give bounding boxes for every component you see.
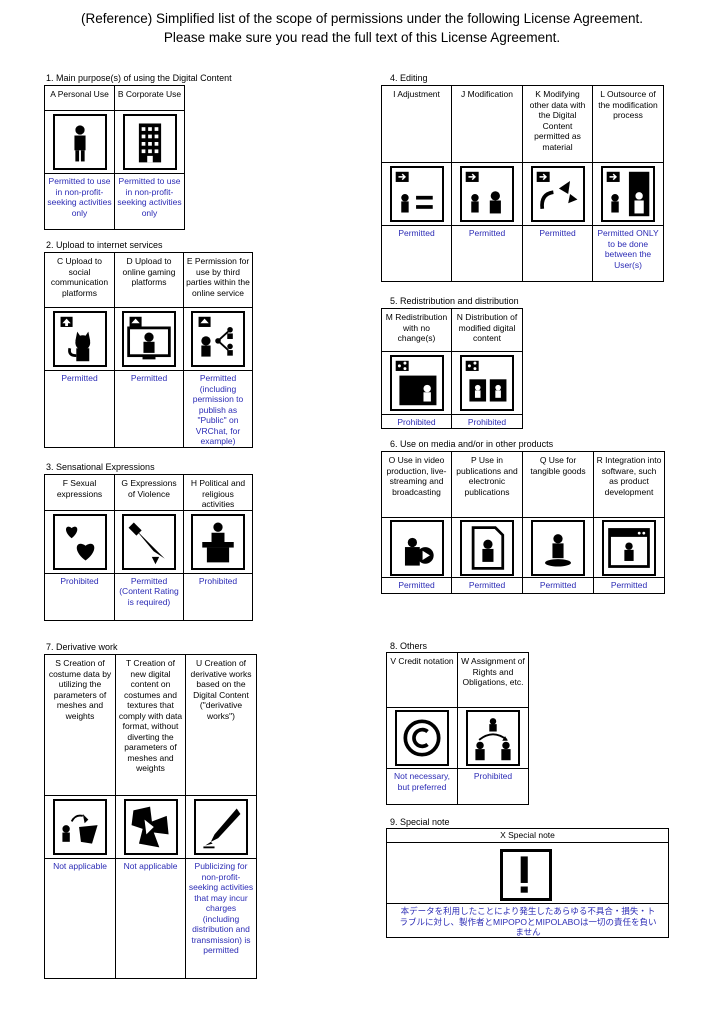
section-7-title: 7. Derivative work xyxy=(46,642,118,652)
section-2-table: C Upload to social communication platfor… xyxy=(44,252,253,448)
item-l-status: Permitted ONLY to be done between the Us… xyxy=(592,225,664,282)
item-k-status: Permitted xyxy=(522,225,593,282)
item-b-status: Permitted to use in non-profit-seeking a… xyxy=(114,173,185,230)
item-u-label: U Creation of derivative works based on … xyxy=(185,654,257,796)
exclamation-icon xyxy=(500,849,552,901)
section-5-table: M Redistribution with no change(s) N Dis… xyxy=(381,308,523,429)
material-icon xyxy=(530,166,585,222)
publication-icon xyxy=(460,519,514,576)
section-8-title: 8. Others xyxy=(390,641,428,651)
item-o-label: O Use in video production, live-streamin… xyxy=(381,451,452,518)
item-b-label: B Corporate Use xyxy=(114,85,185,111)
item-f-status: Prohibited xyxy=(44,572,115,621)
header-line-1: (Reference) Simplified list of the scope… xyxy=(80,11,644,26)
item-f-label: F Sexual expressions xyxy=(44,474,115,511)
knife-icon xyxy=(122,513,176,570)
item-s-label: S Creation of costume data by utilizing … xyxy=(44,654,116,796)
modification-icon xyxy=(460,166,514,222)
transfer-icon xyxy=(466,710,520,766)
section-1-table: A Personal Use B Corporate Use Permitted… xyxy=(44,85,185,230)
upload-gaming-icon xyxy=(122,311,176,367)
item-a-label: A Personal Use xyxy=(44,85,115,111)
item-r-status: Permitted xyxy=(593,577,665,594)
item-h-label: H Political and religious activities xyxy=(183,474,253,511)
item-o-status: Permitted xyxy=(381,577,452,594)
item-d-status: Permitted xyxy=(114,370,184,448)
item-c-status: Permitted xyxy=(44,370,115,448)
item-q-label: Q Use for tangible goods xyxy=(522,451,594,518)
item-w-label: W Assignment of Rights and Obligations, … xyxy=(457,652,529,708)
section-7-table: S Creation of costume data by utilizing … xyxy=(44,654,257,979)
section-5-title: 5. Redistribution and distribution xyxy=(390,296,519,306)
figure-goods-icon xyxy=(531,519,585,576)
adjustment-icon xyxy=(389,166,444,222)
section-4-table: I Adjustment J Modification K Modifying … xyxy=(381,85,664,282)
copyright-icon xyxy=(395,710,449,766)
building-icon xyxy=(122,114,177,170)
special-note-box: X Special note 本データを利用したことにより発生したあらゆる不具合… xyxy=(386,828,669,938)
item-j-label: J Modification xyxy=(451,85,523,163)
redistribute-icon xyxy=(389,355,444,411)
section-2-title: 2. Upload to internet services xyxy=(46,240,163,250)
item-d-label: D Upload to online gaming platforms xyxy=(114,252,184,308)
item-x-label: X Special note xyxy=(387,829,668,843)
software-icon xyxy=(602,519,656,576)
section-6-table: O Use in video production, live-streamin… xyxy=(381,451,665,594)
section-4-title: 4. Editing xyxy=(390,73,428,83)
third-party-share-icon xyxy=(191,311,245,367)
item-j-status: Permitted xyxy=(451,225,523,282)
item-p-label: P Use in publications and electronic pub… xyxy=(451,451,523,518)
item-i-status: Permitted xyxy=(381,225,452,282)
distribute-modified-icon xyxy=(460,355,514,411)
item-t-status: Not applicable xyxy=(115,858,186,979)
item-n-status: Prohibited xyxy=(451,414,523,429)
item-p-status: Permitted xyxy=(451,577,523,594)
section-3-title: 3. Sensational Expressions xyxy=(46,462,155,472)
hearts-icon xyxy=(52,513,107,570)
item-s-status: Not applicable xyxy=(44,858,116,979)
item-l-label: L Outsource of the modification process xyxy=(592,85,664,163)
item-t-label: T Creation of new digital content on cos… xyxy=(115,654,186,796)
item-v-label: V Credit notation xyxy=(386,652,458,708)
item-c-label: C Upload to social communication platfor… xyxy=(44,252,115,308)
item-m-label: M Redistribution with no change(s) xyxy=(381,308,452,352)
texture-icon xyxy=(123,799,178,855)
special-note-text: 本データを利用したことにより発生したあらゆる不具合・損失・トラブルに対し、製作者… xyxy=(399,906,657,937)
outsource-icon xyxy=(601,166,655,222)
item-k-label: K Modifying other data with the Digital … xyxy=(522,85,593,163)
item-g-label: G Expressions of Violence xyxy=(114,474,184,511)
person-icon xyxy=(52,114,107,170)
section-6-title: 6. Use on media and/or in other products xyxy=(390,439,554,449)
item-e-status: Permitted (including permission to publi… xyxy=(183,370,253,448)
item-a-status: Permitted to use in non-profit-seeking a… xyxy=(44,173,115,230)
video-icon xyxy=(389,519,444,576)
item-v-status: Not necessary, but preferred xyxy=(386,768,458,805)
section-9-title: 9. Special note xyxy=(390,817,450,827)
item-i-label: I Adjustment xyxy=(381,85,452,163)
section-3-table: F Sexual expressions G Expressions of Vi… xyxy=(44,474,253,621)
section-8-table: V Credit notation W Assignment of Rights… xyxy=(386,652,529,805)
item-g-status: Permitted (Content Rating is required) xyxy=(114,572,184,621)
item-n-label: N Distribution of modified digital conte… xyxy=(451,308,523,352)
costume-data-icon xyxy=(53,799,107,855)
item-e-label: E Permission for use by third parties wi… xyxy=(183,252,253,308)
podium-icon xyxy=(191,513,245,570)
item-u-status: Publicizing for non-profit-seeking activ… xyxy=(185,858,257,979)
upload-social-icon xyxy=(52,311,107,367)
section-1-title: 1. Main purpose(s) of using the Digital … xyxy=(46,73,232,83)
header-line-2: Please make sure you read the full text … xyxy=(163,30,561,45)
item-m-status: Prohibited xyxy=(381,414,452,429)
item-w-status: Prohibited xyxy=(457,768,529,805)
pen-nib-icon xyxy=(194,799,248,855)
item-q-status: Permitted xyxy=(522,577,594,594)
item-h-status: Prohibited xyxy=(183,572,253,621)
item-r-label: R Integration into software, such as pro… xyxy=(593,451,665,518)
